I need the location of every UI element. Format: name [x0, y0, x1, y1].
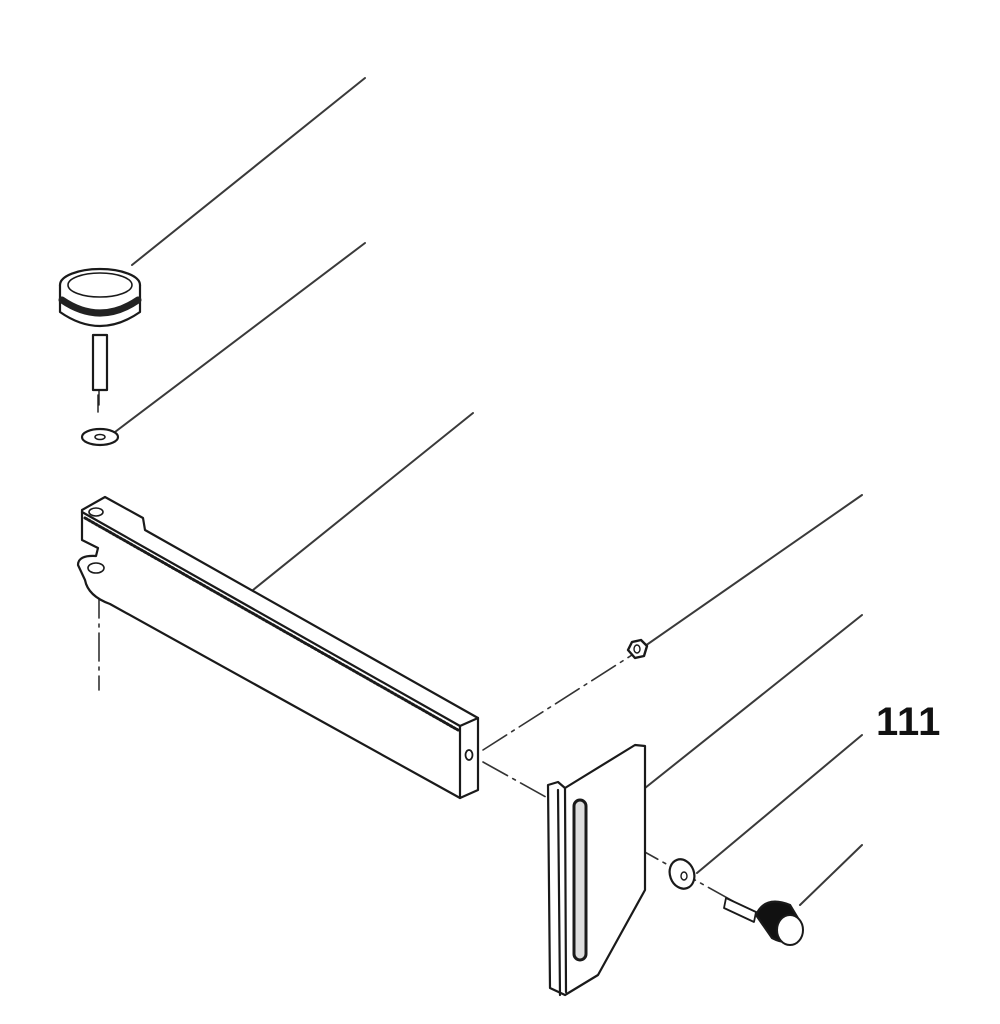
leader-hex-nut [644, 494, 863, 647]
leader-knob-right [799, 844, 863, 906]
leader-washer-right [696, 734, 863, 874]
leader-fence-bar [252, 412, 474, 591]
centerline-nut [482, 654, 633, 751]
bracket-plate [546, 743, 647, 997]
leader-knob-top-left [131, 77, 366, 266]
leader-bracket-plate [629, 614, 863, 801]
washer-top-left [80, 427, 120, 447]
leader-lines [114, 77, 863, 906]
fence-bar [76, 495, 480, 800]
hex-nut [626, 638, 649, 660]
knob-top-left [58, 267, 142, 406]
callout-label-111: 111 [876, 700, 942, 744]
leader-washer-top-left [114, 242, 366, 433]
knob-right [723, 897, 804, 946]
washer-right [668, 858, 696, 890]
